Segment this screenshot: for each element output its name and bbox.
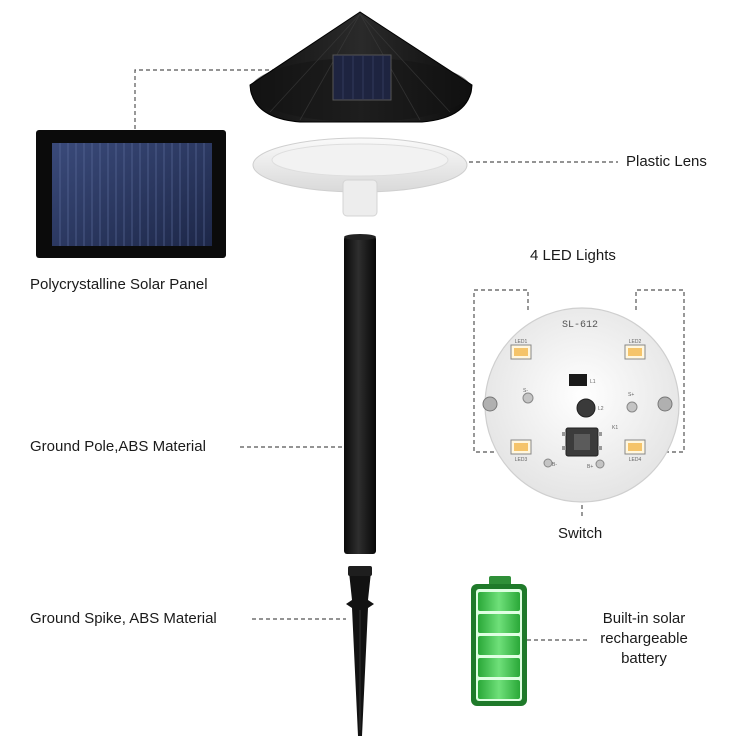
- ground-spike: [346, 566, 374, 736]
- cap-solar-cell: [332, 54, 392, 101]
- leader-solar-panel: [134, 69, 332, 130]
- ground-pole: [344, 234, 376, 554]
- led-1: [510, 344, 532, 360]
- leader-led-left: [473, 289, 529, 453]
- solar-panel: [36, 130, 226, 258]
- pcb-model-text: SL-612: [562, 320, 598, 331]
- pcb-mark-l1: L1: [590, 379, 596, 385]
- pcb-led1-label: LED1: [515, 339, 528, 345]
- label-plastic-lens: Plastic Lens: [626, 153, 707, 170]
- label-ground-pole: Ground Pole,ABS Material: [30, 438, 206, 455]
- led-3: [510, 439, 532, 455]
- plastic-lens: [252, 137, 468, 217]
- label-ground-spike: Ground Spike, ABS Material: [30, 610, 217, 627]
- label-led-lights: 4 LED Lights: [530, 247, 616, 264]
- pcb-switch: [562, 427, 602, 457]
- pcb-led3-label: LED3: [515, 457, 528, 463]
- pcb-mark-l2: L2: [598, 406, 604, 412]
- pcb-inductor: [576, 398, 596, 418]
- pcb-led2-label: LED2: [629, 339, 642, 345]
- label-battery: Built-in solar rechargeable battery: [600, 610, 688, 667]
- label-switch: Switch: [558, 525, 603, 542]
- pcb-mark-b-minus: B-: [552, 462, 557, 468]
- battery: [471, 576, 527, 706]
- pcb-ic-chip: [569, 374, 587, 386]
- pcb-mark-s-minus: S-: [523, 388, 528, 394]
- pcb-mark-b-plus: B+: [587, 464, 593, 470]
- pcb-mark-s-plus: S+: [628, 392, 634, 398]
- led-pcb: SL-612 LED1 LED2 LED3 LED4 S- S+ B- B+ L…: [482, 307, 680, 503]
- lamp-cap: [249, 11, 473, 123]
- pcb-mark-k1: K1: [612, 425, 618, 431]
- label-solar-panel: Polycrystalline Solar Panel: [30, 276, 208, 293]
- pcb-led4-label: LED4: [629, 457, 642, 463]
- led-4: [624, 439, 646, 455]
- led-2: [624, 344, 646, 360]
